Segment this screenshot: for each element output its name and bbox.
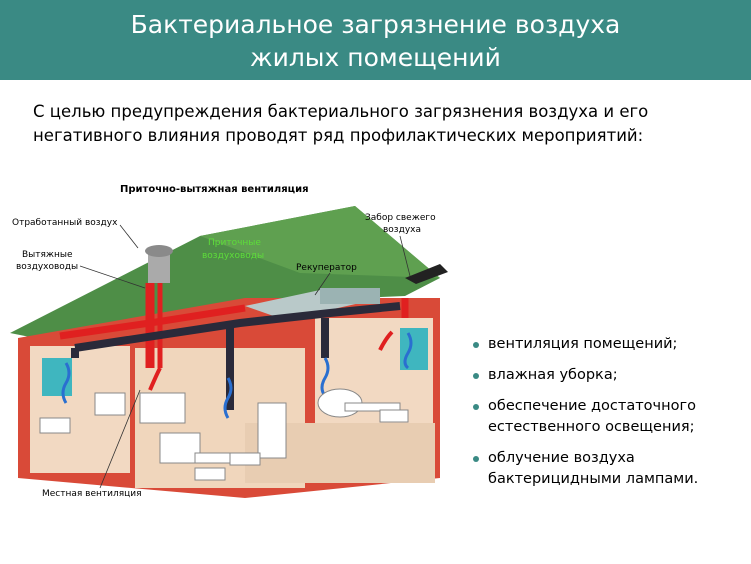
measure-text-line-2: бактерицидными лампами.	[488, 471, 699, 487]
slide-title-line-2: жилых помещений	[250, 43, 501, 72]
bullet-dot	[473, 404, 479, 410]
measure-text: влажная уборка;	[488, 367, 618, 383]
measures-list: вентиляция помещений; влажная уборка; об…	[470, 334, 745, 500]
illustration-heading: Приточно-вытяжная вентиляция	[120, 184, 309, 195]
coffee-table	[344, 402, 401, 412]
intro-line-1: С целью предупреждения бактериального за…	[33, 102, 649, 121]
measure-text-line-1: облучение воздуха	[488, 450, 635, 466]
label-fresh-air-1: Забор свежего	[365, 213, 436, 223]
slide-title-line-1: Бактериальное загрязнение воздуха	[130, 10, 621, 39]
leader-exhaust-ducts	[79, 265, 146, 289]
measure-item: облучение воздуха бактерицидными лампами…	[470, 448, 745, 490]
bullet-dot	[473, 373, 479, 379]
label-recuperator: Рекуператор	[296, 263, 357, 273]
exhaust-arrow-right-room	[378, 330, 394, 351]
leader-recuperator	[314, 272, 331, 296]
air-arrow-far-right	[403, 332, 413, 370]
stove	[159, 432, 201, 464]
label-fresh-air-2: воздуха	[383, 225, 421, 235]
radiator-right	[379, 409, 409, 423]
roof-right-slope	[200, 206, 440, 278]
label-local-ventilation: Местная вентиляция	[42, 489, 142, 499]
air-arrow-center	[223, 377, 233, 419]
leader-fresh-air	[399, 235, 411, 277]
refrigerator	[257, 402, 287, 459]
label-supply-ducts-2: воздуховоды	[202, 251, 264, 261]
exhaust-duct-main	[59, 304, 246, 340]
measure-item: обеспечение достаточного естественного о…	[470, 396, 745, 438]
exhaust-chimney	[148, 253, 170, 283]
measure-item: влажная уборка;	[470, 365, 745, 386]
title-bar: Бактериальное загрязнение воздуха жилых …	[0, 0, 751, 80]
radiator-center	[229, 452, 261, 466]
sofa	[94, 392, 126, 416]
leader-exhaust-air	[119, 224, 139, 249]
bullet-dot	[473, 342, 479, 348]
leader-local-ventilation	[99, 389, 141, 489]
kitchen-cabinets	[139, 392, 186, 424]
recuperator-box	[320, 288, 380, 304]
chimney-cap	[145, 245, 173, 257]
label-exhaust-air: Отработанный воздух	[12, 218, 118, 228]
air-arrow-left	[61, 362, 71, 404]
bullet-dot	[473, 456, 479, 462]
label-exhaust-ducts-1: Вытяжные	[22, 250, 73, 260]
radiator-bottom	[194, 467, 226, 481]
fresh-air-intake-arrow	[405, 264, 448, 284]
label-exhaust-ducts-2: воздуховоды	[16, 262, 78, 272]
measure-text: вентиляция помещений;	[488, 336, 678, 352]
measure-text-line-1: обеспечение достаточного	[488, 398, 696, 414]
supply-duct-main	[74, 302, 401, 352]
label-supply-ducts-1: Приточные	[208, 238, 261, 248]
measure-item: вентиляция помещений;	[470, 334, 745, 355]
radiator-left	[39, 417, 71, 434]
exhaust-arrow-kitchen	[148, 367, 162, 391]
measure-text-line-2: естественного освещения;	[488, 419, 695, 435]
intro-text: С целью предупреждения бактериального за…	[33, 100, 733, 148]
ventilation-house-illustration: Приточно-вытяжная вентиляция Отработанны…	[0, 178, 460, 508]
intro-line-2: негативного влияния проводят ряд профила…	[33, 126, 644, 145]
air-arrow-right	[320, 357, 330, 397]
